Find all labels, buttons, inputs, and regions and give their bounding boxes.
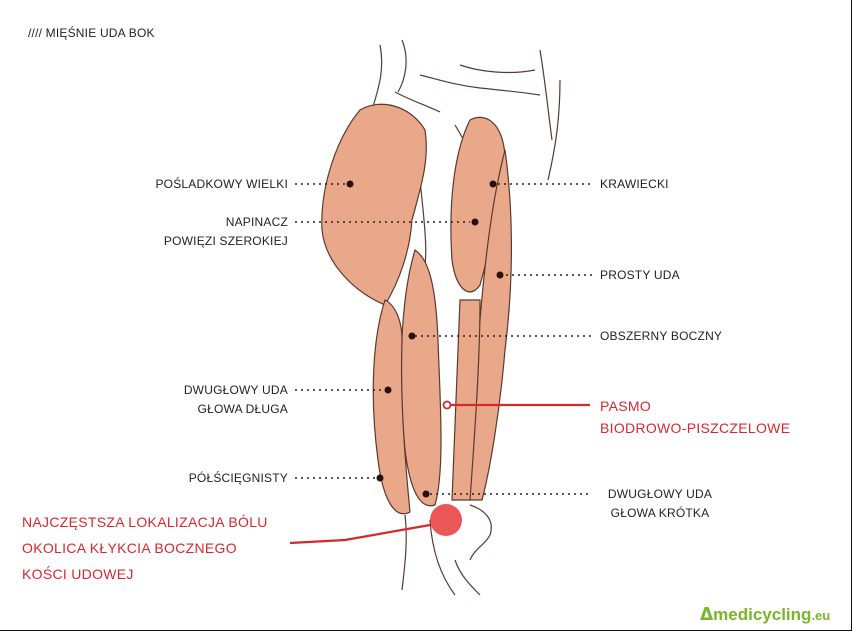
logo-brand: medicycling — [713, 605, 811, 624]
label-semitendinosus: PÓŁŚCIĘGNISTY — [120, 469, 288, 488]
pain-area-marker — [430, 504, 462, 536]
pain-leader — [290, 525, 430, 543]
label-gluteus-maximus: POŚLADKOWY WIELKI — [120, 175, 288, 194]
biceps-femoris-long-head-muscle — [401, 250, 441, 506]
logo-tld: .eu — [811, 608, 830, 623]
label-biceps-long-line2: GŁOWA DŁUGA — [120, 400, 288, 419]
label-sartorius: KRAWIECKI — [600, 175, 669, 194]
label-rectus-femoris: PROSTY UDA — [600, 266, 680, 285]
label-biceps-short-line2: GŁOWA KRÓTKA — [595, 504, 725, 523]
label-vastus-lateralis: OBSZERNY BOCZNY — [600, 327, 722, 346]
label-pain-line2: OKOLICA KŁYKCIA BOCZNEGO — [22, 538, 237, 558]
label-itband-line2: BIODROWO-PISZCZELOWE — [600, 418, 790, 438]
logo-icon: ᐃ — [700, 605, 713, 624]
medicycling-logo: ᐃmedicycling.eu — [700, 605, 830, 625]
label-pain-line1: NAJCZĘSTSZA LOKALIZACJA BÓLU — [22, 512, 268, 532]
label-biceps-short-line1: DWUGŁOWY UDA — [595, 485, 725, 504]
label-tfl-line2: POWIĘZI SZEROKIEJ — [120, 232, 288, 251]
label-pain-line3: KOŚCI UDOWEJ — [22, 564, 134, 584]
itband-marker — [444, 402, 451, 409]
label-tfl-line1: NAPINACZ — [120, 213, 288, 232]
label-itband-line1: PASMO — [600, 396, 651, 416]
label-biceps-long-line1: DWUGŁOWY UDA — [120, 381, 288, 400]
